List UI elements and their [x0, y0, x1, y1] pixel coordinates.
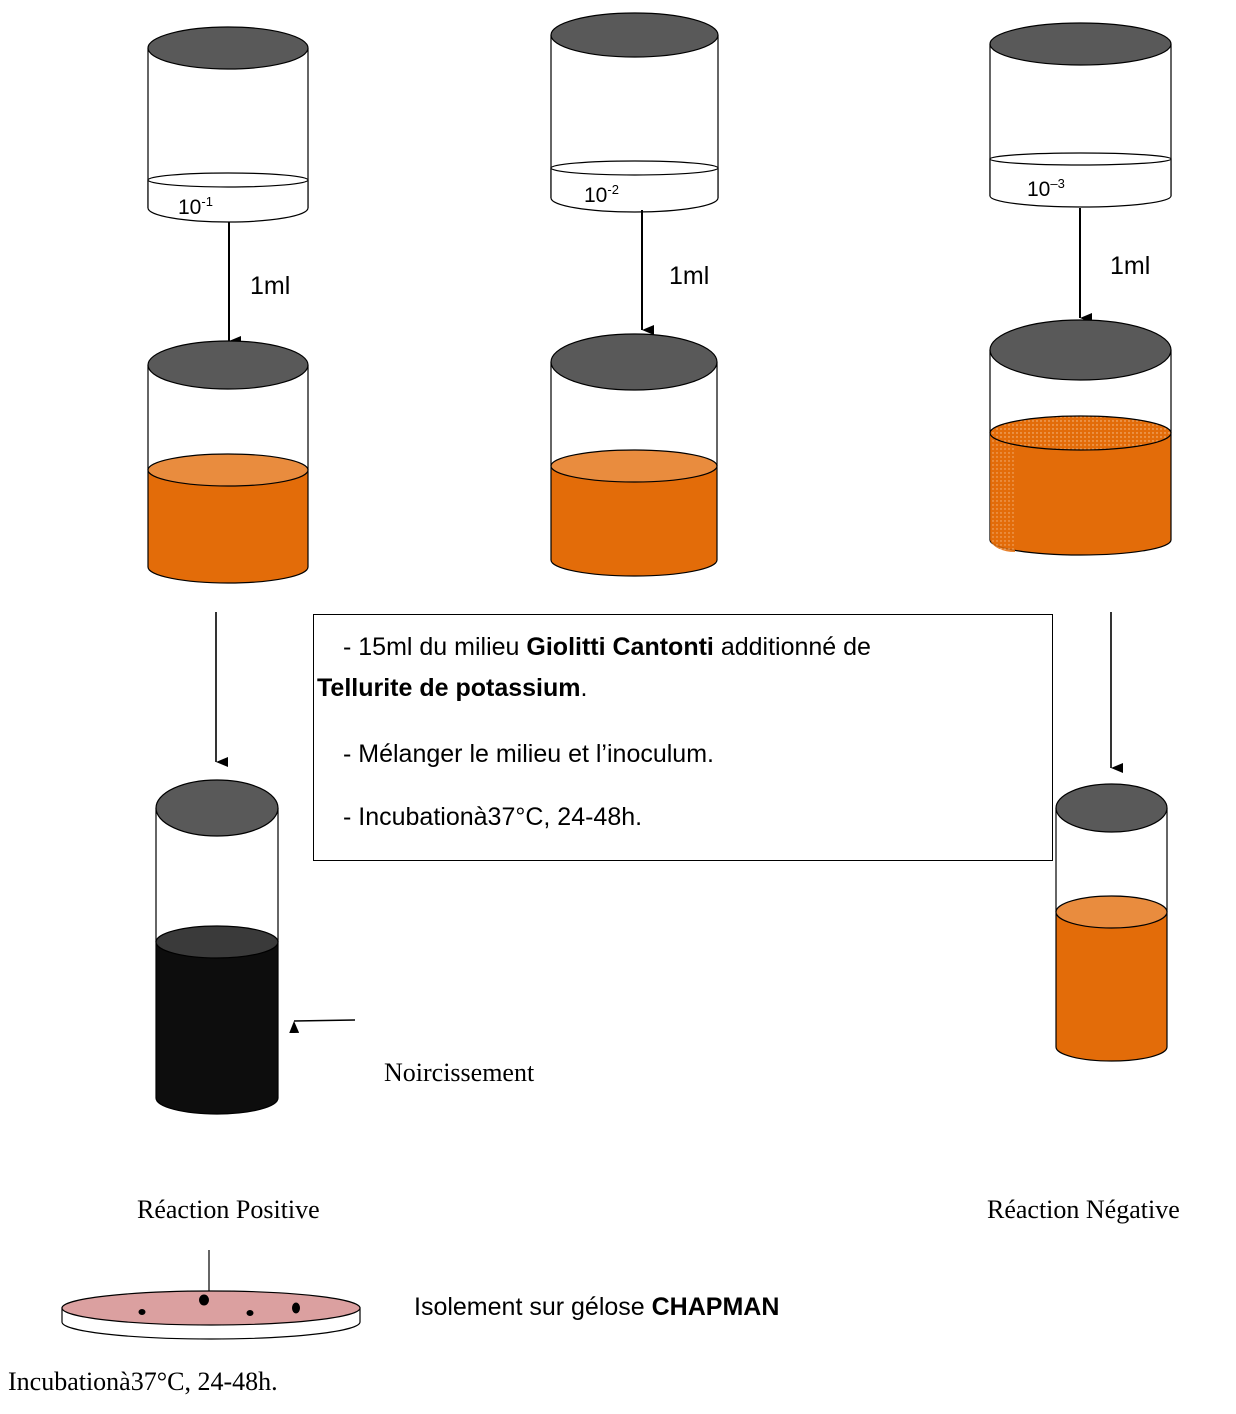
volume-label-2: 1ml: [669, 262, 710, 290]
instruction-line-2: Tellurite de potassium.: [317, 674, 588, 702]
dilution-label-2: 10-2: [584, 182, 619, 207]
volume-label-1: 1ml: [250, 272, 291, 300]
incubation-caption: Incubationà37°C, 24-48h.: [8, 1367, 278, 1396]
blackening-arrow: [289, 1019, 356, 1034]
volume-label-3: 1ml: [1110, 252, 1151, 280]
dilution-tube-2: [550, 12, 719, 213]
colony: [292, 1302, 300, 1314]
chapman-petri-dish: [61, 1290, 361, 1340]
dilution-label-1: 10-1: [178, 194, 213, 219]
instruction-line-4: - Incubationà37°C, 24-48h.: [343, 803, 643, 831]
instruction-line-1: - 15ml du milieu Giolitti Cantonti addit…: [343, 633, 871, 661]
dilution-tube-1: [147, 26, 309, 223]
instruction-line-3: - Mélanger le milieu et l’inoculum.: [343, 740, 714, 768]
positive-tube: [155, 779, 279, 1115]
dilution-label-3: 10–3: [1027, 176, 1065, 201]
positive-reaction-label: Réaction Positive: [137, 1195, 320, 1224]
colony: [246, 1310, 254, 1316]
medium-tube-2: [550, 333, 718, 577]
negative-tube: [1055, 783, 1168, 1062]
medium-tube-3: [989, 319, 1172, 556]
isolation-label: Isolement sur gélose CHAPMAN: [414, 1293, 780, 1321]
colony: [199, 1294, 209, 1306]
colony: [138, 1309, 146, 1315]
negative-reaction-label: Réaction Négative: [987, 1195, 1180, 1224]
medium-tube-1: [147, 340, 309, 584]
blackening-label: Noircissement: [384, 1058, 535, 1087]
instruction-box: - 15ml du milieu Giolitti Cantonti addit…: [313, 614, 1053, 861]
dilution-tube-3: [989, 22, 1172, 208]
